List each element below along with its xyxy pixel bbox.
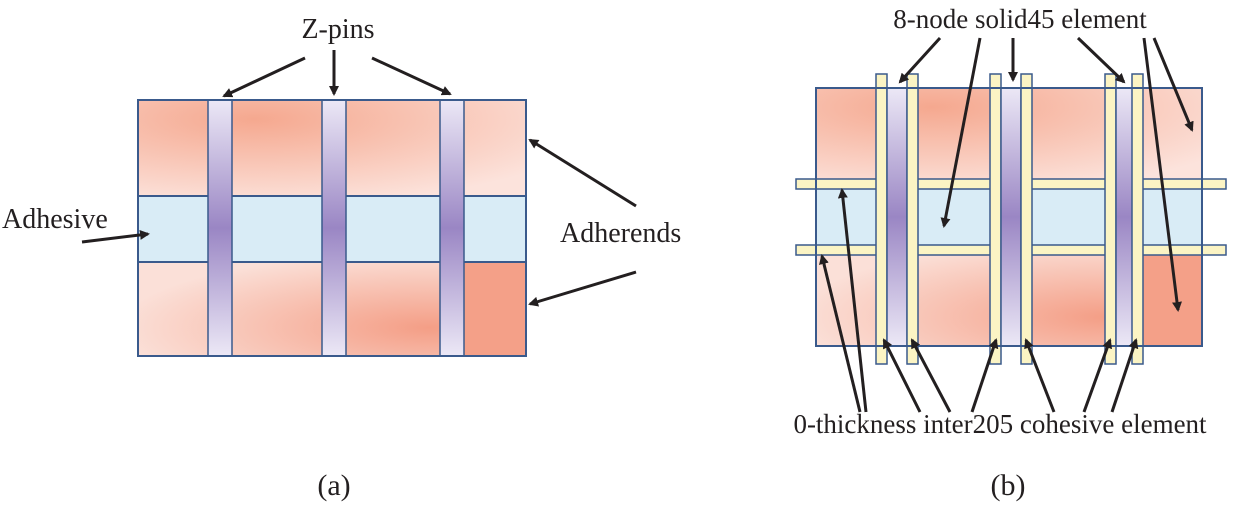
- arrow-zpin-right: [371, 56, 452, 96]
- arrow-solid-4: [1076, 36, 1126, 84]
- z-pin-2: [321, 99, 347, 357]
- arrow-coh-2: [819, 254, 862, 413]
- arrow-coh-5: [970, 338, 999, 413]
- cohesive-strip-v2: [906, 73, 919, 365]
- bottom-right-block: [461, 261, 527, 357]
- arrow-coh-1: [837, 188, 868, 413]
- adhesive-label: Adhesive: [2, 204, 108, 235]
- arrow-solid-2: [940, 37, 982, 228]
- z-pin-b2: [1000, 87, 1022, 347]
- arrow-solid-1: [898, 36, 942, 84]
- arrow-adherend-bottom: [528, 270, 637, 307]
- arrow-coh-3: [882, 338, 922, 413]
- arrow-coh-6: [1024, 338, 1056, 413]
- specimen-outline-b: [815, 87, 1203, 347]
- panel-b: 8-node solid45 element 0-thickness inter…: [793, 4, 1227, 502]
- cohesive-strip-v4: [1020, 73, 1033, 365]
- cohesive-strip-v1: [875, 73, 888, 365]
- arrow-adherend-top: [528, 138, 637, 208]
- arrow-coh-8: [1110, 338, 1139, 413]
- cohesive-strip-v5: [1104, 73, 1117, 365]
- arrow-solid-6: [1152, 37, 1194, 132]
- arrow-adhesive: [81, 229, 150, 244]
- panel-a: Z-pins Adhesive Adherends (a): [2, 14, 681, 502]
- adherends-label: Adherends: [560, 218, 681, 249]
- specimen-outline-a: [137, 99, 527, 357]
- z-pin-b1: [886, 87, 908, 347]
- z-pin-1: [207, 99, 233, 357]
- arrow-coh-7: [1082, 338, 1112, 413]
- z-pin-3: [439, 99, 465, 357]
- arrow-solid-5: [1142, 37, 1182, 312]
- caption-a: (a): [317, 469, 350, 502]
- cohesive-strip-v6: [1131, 73, 1144, 365]
- arrow-coh-4: [910, 338, 952, 413]
- solid-element-label: 8-node solid45 element: [893, 4, 1147, 34]
- cohesive-strip-v3: [989, 73, 1002, 365]
- z-pins-label: Z-pins: [301, 14, 374, 45]
- caption-b: (b): [991, 469, 1026, 502]
- arrow-zpin-left: [222, 56, 306, 98]
- cohesive-element-label: 0-thickness inter205 cohesive element: [793, 409, 1207, 439]
